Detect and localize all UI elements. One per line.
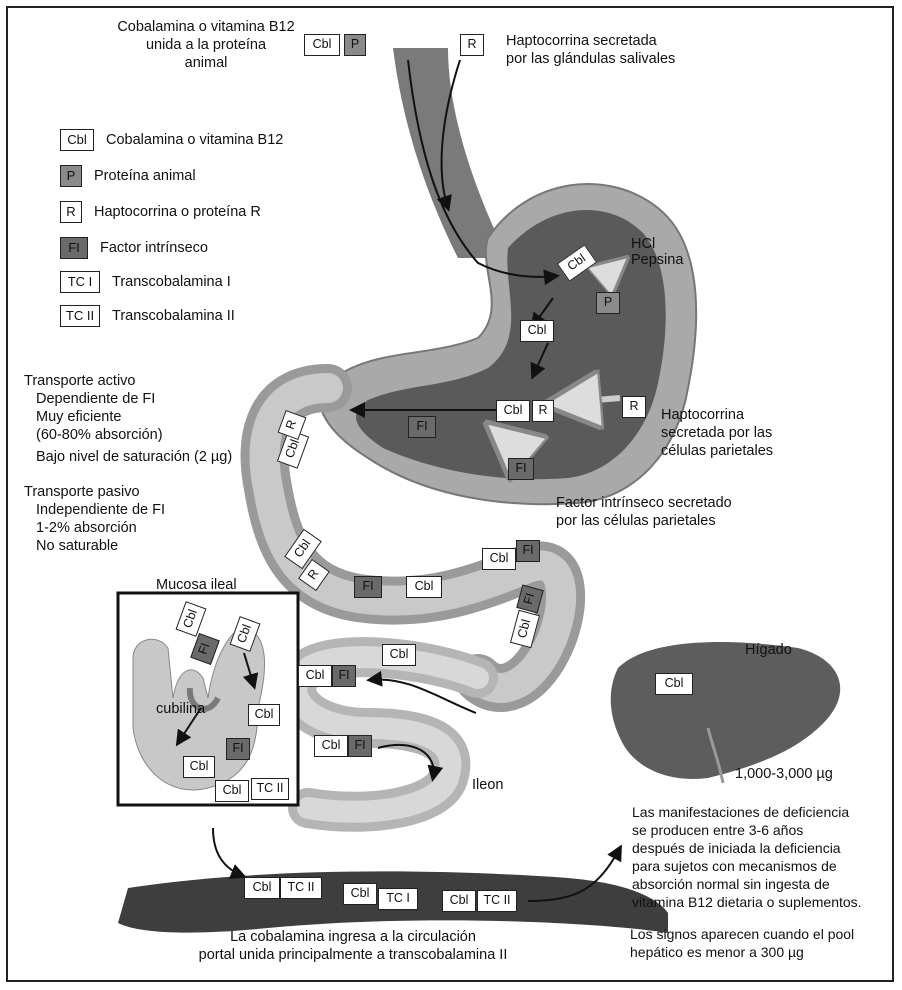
molecule-tag-p: P	[596, 292, 620, 314]
molecule-tag-cbl: Cbl	[343, 883, 377, 905]
pepsina-label: Pepsina	[631, 251, 683, 269]
legend-key: Cbl	[60, 129, 94, 151]
legend-item: P Proteína animal	[60, 164, 196, 188]
liver	[611, 642, 840, 779]
mucosa-label: Mucosa ileal	[156, 576, 237, 594]
molecule-tag-cbl: Cbl	[183, 756, 215, 778]
legend-label: Proteína animal	[94, 168, 196, 184]
molecule-tag-fi: FI	[508, 458, 534, 480]
molecule-tag-cbl: Cbl	[406, 576, 442, 598]
molecule-tag-cbl: Cbl	[244, 877, 280, 899]
molecule-tag-fi: FI	[332, 665, 356, 687]
molecule-tag-cbl: Cbl	[442, 890, 476, 912]
molecule-tag-r: R	[460, 34, 484, 56]
molecule-tag-cbl: Cbl	[520, 320, 554, 342]
molecule-tag-cbl: Cbl	[298, 665, 332, 687]
legend-label: Cobalamina o vitamina B12	[106, 132, 283, 148]
molecule-tag-cbl: Cbl	[215, 780, 249, 802]
molecule-tag-fi: FI	[226, 738, 250, 760]
molecule-tag-tc2: TC II	[280, 877, 322, 899]
ileon-label: Ileon	[472, 776, 503, 794]
legend-label: Transcobalamina I	[112, 274, 231, 290]
liver-amount-label: 1,000-3,000 µg	[735, 765, 833, 783]
higado-label: Hígado	[745, 641, 792, 659]
legend-key: TC II	[60, 305, 100, 327]
legend-label: Haptocorrina o proteína R	[94, 204, 261, 220]
molecule-tag-cbl: Cbl	[314, 735, 348, 757]
molecule-tag-fi: FI	[408, 416, 436, 438]
molecule-tag-tc1: TC I	[378, 888, 418, 910]
legend-key: P	[60, 165, 82, 187]
legend-key: R	[60, 201, 82, 223]
molecule-tag-tc2: TC II	[251, 778, 289, 800]
molecule-tag-fi: FI	[348, 735, 372, 757]
molecule-tag-fi: FI	[516, 540, 540, 562]
molecule-tag-cbl: Cbl	[496, 400, 530, 422]
molecule-tag-cbl: Cbl	[655, 673, 693, 695]
molecule-tag-p: P	[344, 34, 366, 56]
molecule-tag-fi: FI	[354, 576, 382, 598]
passive-transport-label: Transporte pasivo Independiente de FI 1-…	[24, 483, 165, 555]
molecule-tag-cbl: Cbl	[482, 548, 516, 570]
legend-key: FI	[60, 237, 88, 259]
legend-item: R Haptocorrina o proteína R	[60, 200, 261, 224]
molecule-tag-r: R	[532, 400, 554, 422]
molecule-tag-cbl: Cbl	[248, 704, 280, 726]
molecule-tag-r: R	[622, 396, 646, 418]
legend-item: TC I Transcobalamina I	[60, 270, 231, 294]
legend-label: Transcobalamina II	[112, 308, 235, 324]
cubilina-label: cubilina	[156, 700, 205, 718]
stomach-lumen	[356, 210, 666, 479]
active-transport-label: Transporte activo Dependiente de FI Muy …	[24, 372, 232, 466]
legend-item: Cbl Cobalamina o vitamina B12	[60, 128, 283, 152]
legend-item: FI Factor intrínseco	[60, 236, 208, 260]
molecule-tag-tc2: TC II	[477, 890, 517, 912]
legend-label: Factor intrínseco	[100, 240, 208, 256]
molecule-tag-cbl: Cbl	[382, 644, 416, 666]
legend-item: TC II Transcobalamina II	[60, 304, 235, 328]
legend-key: TC I	[60, 271, 100, 293]
